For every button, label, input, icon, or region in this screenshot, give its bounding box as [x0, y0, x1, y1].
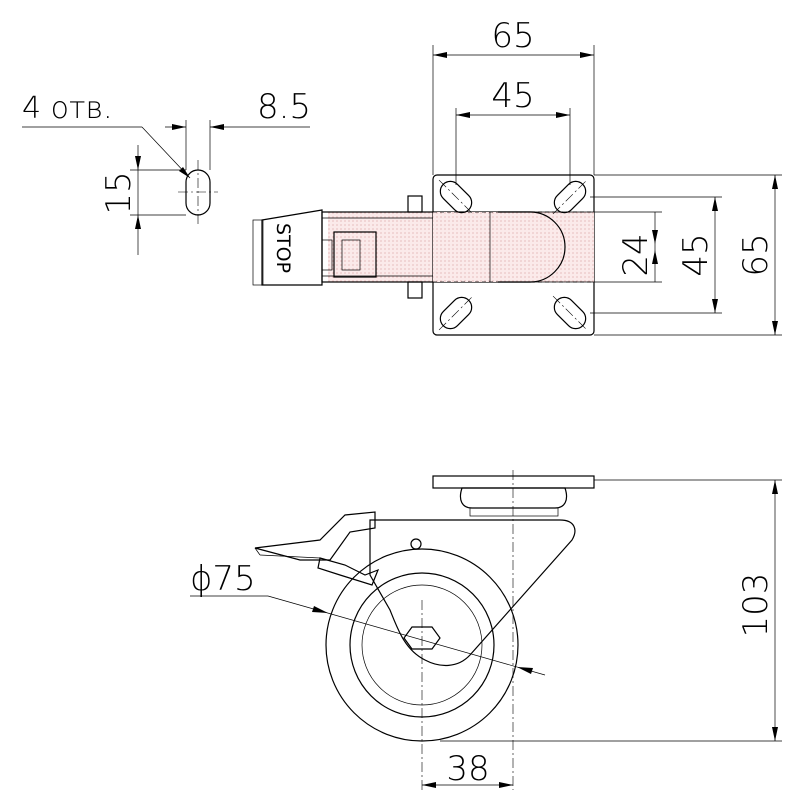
swivel-bearing: [459, 487, 568, 509]
dim-hole-spacing-y: 45: [590, 196, 722, 314]
dim-bracket-width-value: 24: [616, 233, 656, 276]
dim-plate-height: 65: [594, 174, 782, 336]
brake-lever: [254, 511, 376, 561]
dim-hole-spacing-y-value: 45: [676, 233, 716, 276]
holes-note-label: 4 отв.: [22, 91, 113, 126]
dim-wheel-diameter: ϕ75: [190, 559, 546, 676]
fork-rivet: [410, 538, 422, 550]
dim-hole-spacing-x-value: 45: [491, 76, 534, 116]
fork-bracket: [369, 519, 576, 666]
dim-hole-spacing-x: 45: [455, 76, 571, 185]
bolt-head-top: [407, 195, 423, 213]
wheel-axle-nut: [403, 626, 441, 650]
bolt-head-bottom: [407, 281, 423, 299]
brake-marking-label: STOP: [272, 223, 294, 273]
slot-detail: 8.5 15 4 отв.: [22, 87, 311, 255]
dim-bracket-width: 24: [534, 211, 662, 283]
dim-total-height-value: 103: [736, 573, 776, 638]
brake-pedal: [261, 209, 323, 286]
dim-slot-length-value: 15: [99, 171, 139, 214]
plate-holes: [438, 179, 588, 331]
plate-hole: [438, 295, 474, 331]
dim-wheel-diameter-value: ϕ75: [190, 559, 256, 599]
plate-hole: [552, 179, 588, 215]
dim-offset: 38: [422, 749, 513, 789]
dim-slot-width-value: 8.5: [257, 87, 311, 127]
dim-offset-value: 38: [446, 749, 489, 789]
dim-total-height: 103: [440, 479, 782, 742]
side-mounting-plate: [432, 475, 595, 489]
dim-plate-width-value: 65: [491, 16, 534, 56]
swivel-hub: [498, 211, 566, 283]
plate-hole: [438, 179, 474, 215]
plate-hole: [552, 295, 588, 331]
side-view: 103 38 ϕ75: [190, 470, 782, 790]
dim-plate-height-value: 65: [736, 233, 776, 276]
top-view: STOP: [252, 16, 782, 336]
dim-plate-width: 65: [432, 16, 595, 175]
brake-lever-block: [333, 231, 377, 278]
